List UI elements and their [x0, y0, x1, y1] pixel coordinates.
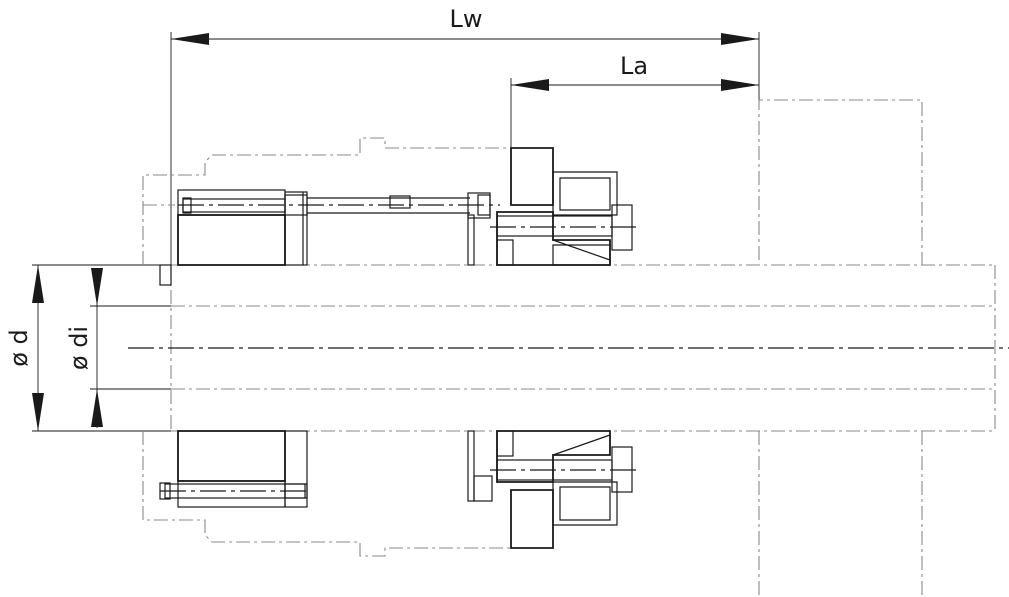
housing-outline-top [142, 137, 511, 265]
tie-rod [178, 192, 500, 219]
left-flange-top [177, 189, 308, 266]
dimension-di-label: ø di [65, 326, 93, 370]
arrow-la-right [721, 79, 759, 91]
arrow-lw-right [721, 33, 759, 45]
housing-outline-bottom [142, 431, 511, 557]
dimension-la-label: La [620, 52, 648, 80]
dimension-la: La [510, 52, 759, 148]
dimension-lw-label: Lw [450, 5, 483, 33]
clamp-collar-top [490, 147, 640, 266]
arrow-di-bottom [91, 389, 103, 427]
clamp-collar-bottom [490, 430, 640, 549]
dimension-di: ø di [65, 268, 171, 428]
dimension-lw: Lw [170, 5, 760, 285]
arrow-di-top [91, 268, 103, 306]
middle-plate [467, 214, 493, 502]
arrow-la-left [511, 79, 549, 91]
left-flange-bottom [159, 430, 310, 508]
hub-outline [758, 99, 923, 597]
dimension-d-label: ø d [5, 329, 33, 367]
arrow-d-bottom [32, 393, 44, 431]
left-key [159, 264, 172, 286]
arrow-d-top [32, 265, 44, 303]
dimension-d: ø d [5, 264, 171, 432]
arrow-lw-left [171, 33, 209, 45]
